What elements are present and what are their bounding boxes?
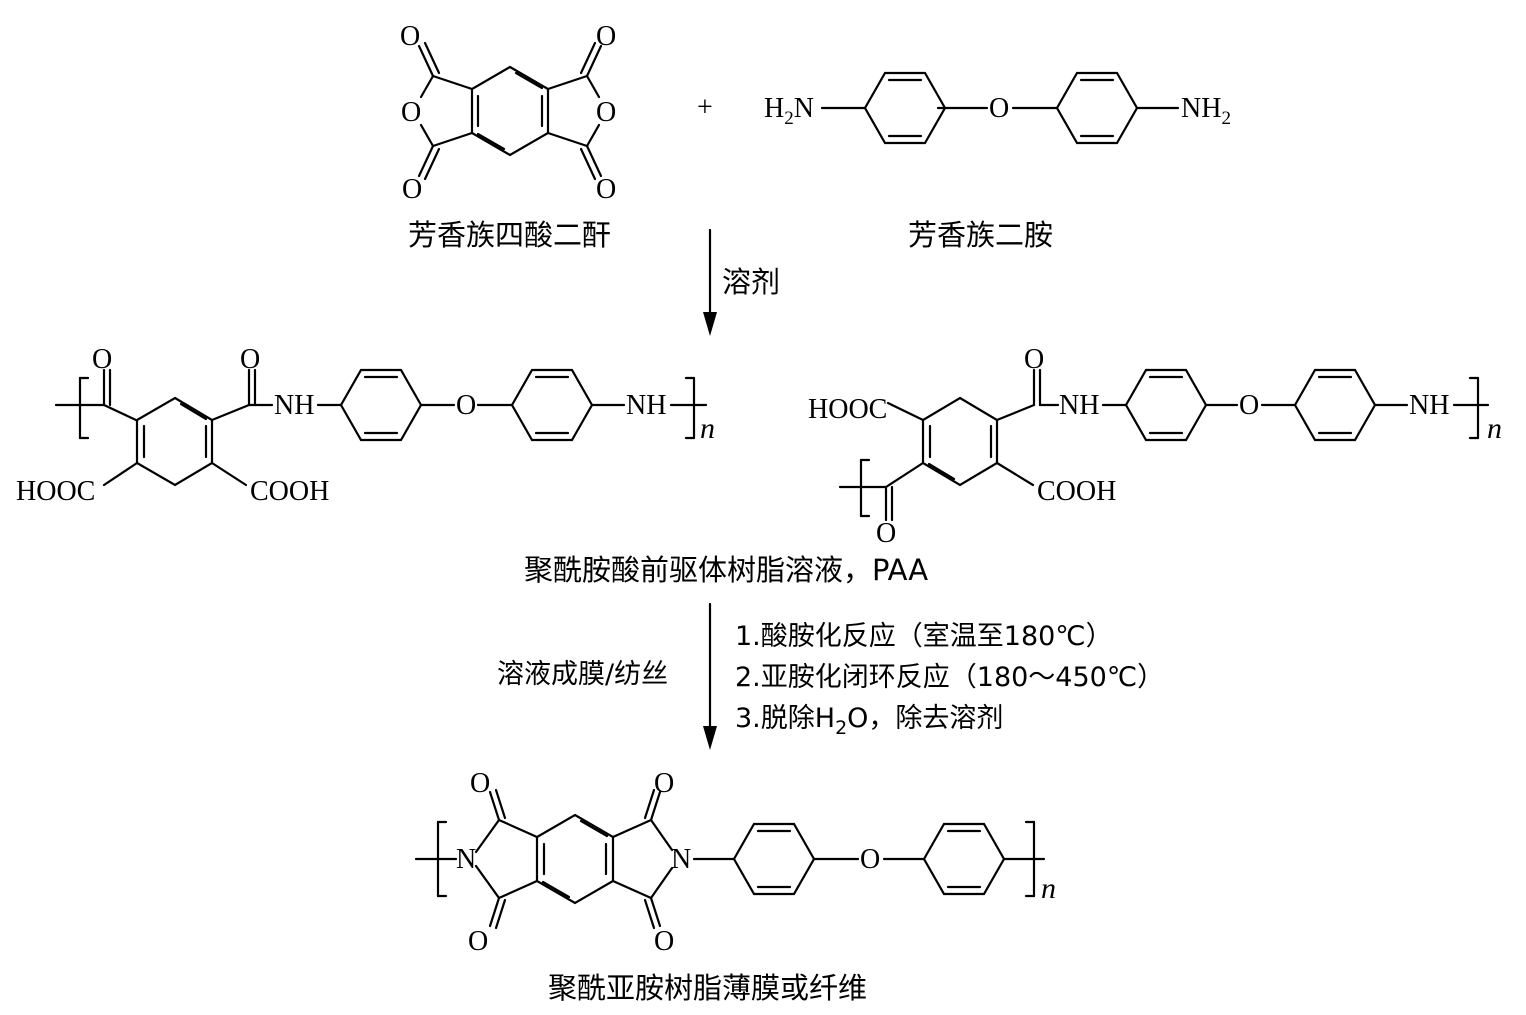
atom-o: O (240, 344, 260, 375)
ether-o: O (989, 93, 1009, 124)
atom-o: O (596, 97, 616, 128)
amide-nh: NH (1059, 390, 1099, 421)
hooc-group: HOOC (808, 394, 887, 425)
repeat-n: n (1487, 412, 1502, 445)
atom-o: O (402, 174, 422, 205)
paa-caption: 聚酰胺酸前驱体树脂溶液，PAA (524, 553, 928, 587)
hooc-group: HOOC (16, 476, 95, 507)
atom-o: O (92, 344, 112, 375)
atom-o: O (654, 926, 674, 957)
atom-o: O (401, 97, 421, 128)
polyimide-structure: N O O O O N O (414, 768, 1056, 957)
repeat-n: n (1041, 872, 1056, 905)
condition-line-3: 3.脱除H2O，除去溶剂 (735, 703, 1003, 739)
atom-o: O (596, 21, 616, 52)
dianhydride-caption: 芳香族四酸二酐 (408, 218, 611, 252)
atom-o: O (400, 21, 420, 52)
repeat-n: n (700, 412, 715, 445)
plus-sign: + (697, 92, 713, 123)
cooh-group: COOH (1037, 476, 1116, 507)
amide-nh: NH (626, 390, 666, 421)
diamine-caption: 芳香族二胺 (908, 218, 1053, 252)
atom-o: O (654, 768, 674, 799)
ether-o: O (456, 390, 476, 421)
condition-line-2: 2.亚胺化闭环反应（180～450℃） (735, 662, 1164, 693)
amide-nh: NH (1409, 390, 1449, 421)
solvent-condition: 溶剂 (722, 265, 780, 299)
imide-n: N (456, 844, 476, 875)
h2n-group: H2N (764, 93, 814, 129)
condition-line-1: 1.酸胺化反应（室温至180℃） (735, 621, 1113, 652)
film-spinning-condition: 溶液成膜/纺丝 (497, 659, 668, 690)
nh2-group: NH2 (1181, 93, 1231, 129)
imide-n: N (671, 844, 691, 875)
atom-o: O (1024, 344, 1044, 375)
paa-structure-left: O O NH O NH n HOOC COO (16, 344, 715, 507)
diamine-structure: H2N O NH2 (764, 71, 1231, 145)
atom-o: O (596, 174, 616, 205)
atom-o: O (876, 518, 896, 549)
dianhydride-structure: O O O O O O (400, 21, 616, 205)
ether-o: O (1239, 390, 1259, 421)
reaction-arrow (703, 228, 717, 336)
amide-nh: NH (274, 390, 314, 421)
paa-structure-right: HOOC O NH O NH n (808, 344, 1502, 549)
polyimide-caption: 聚酰亚胺树脂薄膜或纤维 (548, 971, 867, 1005)
cooh-group: COOH (250, 476, 329, 507)
atom-o: O (470, 768, 490, 799)
reaction-arrow (703, 602, 717, 750)
ether-o: O (860, 844, 880, 875)
atom-o: O (468, 926, 488, 957)
